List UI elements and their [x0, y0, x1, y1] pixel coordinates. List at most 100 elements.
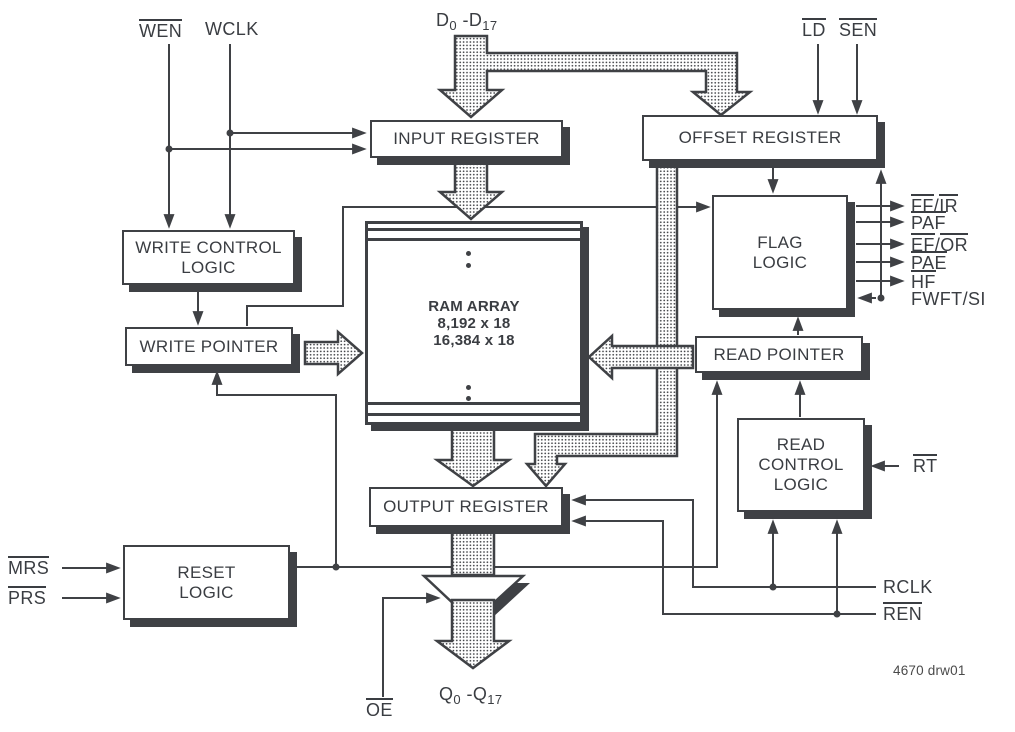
signal-label-part: OR: [940, 233, 969, 255]
wire-oe-to-buffer: [382, 592, 441, 697]
box-label-line: INPUT REGISTER: [393, 129, 540, 148]
bus-read-pointer-to-ram: [587, 333, 695, 381]
bus-offset-to-output-register: [524, 158, 679, 488]
signal-label-part: 17: [482, 18, 498, 33]
signal-label-data-out: Q0 -Q17: [439, 684, 503, 707]
bus-output-register-to-buffer: [450, 526, 496, 577]
signal-label-part: PAE: [911, 251, 947, 273]
signal-label-data-in: D0 -D17: [436, 10, 498, 33]
signal-label-part: -Q: [461, 684, 488, 704]
ram-ellipsis-dot: [466, 385, 471, 390]
box-label-line: RAM ARRAY: [428, 297, 520, 315]
signal-label-ef-or: EF/OR: [911, 233, 969, 256]
signal-label-part: 0: [453, 692, 462, 707]
signal-label-part: HF: [911, 270, 936, 292]
signal-label-part: 0: [449, 18, 458, 33]
signal-wires: [62, 44, 905, 697]
box-label-line: LOGIC: [773, 475, 829, 494]
signal-label-part: FWFT/SI: [911, 289, 986, 309]
input-register-box: INPUT REGISTER: [370, 120, 563, 158]
ram-bottom-rule-2: [368, 413, 580, 416]
ram-bottom-rule-1: [368, 402, 580, 405]
signal-label-part: -D: [457, 10, 483, 30]
bus-d-to-input-and-offset: [436, 34, 754, 119]
signal-label-part: SEN: [839, 18, 878, 40]
signal-label-fwft-si: FWFT/SI: [911, 289, 986, 310]
signal-label-part: D: [436, 10, 450, 30]
box-label-line: LOGIC: [181, 257, 236, 277]
wire-reset-to-read-pointer: [297, 380, 723, 568]
box-label-line: LOGIC: [752, 252, 808, 272]
signal-label-sen: SEN: [839, 18, 878, 41]
output-register-box: OUTPUT REGISTER: [369, 487, 563, 527]
box-label-line: WRITE CONTROL: [135, 237, 282, 257]
signal-label-part: IR: [939, 194, 959, 216]
data-buses: [303, 34, 754, 577]
ram-top-rule-1: [368, 228, 580, 231]
signal-label-paf: PAF: [911, 211, 946, 234]
wire-reset-to-write-pointer: [211, 370, 337, 566]
signal-label-part: LD: [802, 18, 826, 40]
signal-label-part: MRS: [8, 556, 50, 578]
box-label-line: 8,192 x 18: [437, 314, 511, 332]
signal-label-part: EF: [911, 233, 935, 255]
bus-buffer-to-q: [433, 598, 513, 670]
signal-label-ff-ir: FF/IR: [911, 194, 959, 217]
signal-label-wen: WEN: [139, 19, 183, 42]
bus-write-pointer-to-ram: [303, 329, 364, 377]
box-label-line: OUTPUT REGISTER: [383, 497, 549, 516]
box-label-line: FLAG: [757, 232, 803, 252]
signal-label-part: /: [934, 235, 941, 255]
wire-rclk-to-output-register: [571, 494, 876, 588]
write-pointer-box: WRITE POINTER: [125, 327, 293, 366]
signal-label-part: PAF: [911, 211, 946, 233]
wire-ren-to-output-register: [571, 515, 876, 615]
signal-label-pae: PAE: [911, 251, 947, 274]
signal-label-rt: RT: [913, 454, 938, 477]
box-label-line: WRITE POINTER: [139, 336, 279, 356]
signal-label-part: PRS: [8, 586, 47, 608]
signal-label-rclk: RCLK: [883, 577, 933, 598]
drawing-number: 4670 drw01: [893, 663, 966, 678]
signal-label-hf: HF: [911, 270, 936, 293]
signal-label-part: WCLK: [205, 19, 259, 39]
junction-dots: [165, 129, 885, 618]
box-label-line: OFFSET REGISTER: [678, 128, 842, 147]
output-buffer: [420, 574, 530, 670]
signal-label-part: OE: [366, 698, 393, 720]
signal-label-oe: OE: [366, 698, 393, 721]
signal-label-part: REN: [883, 602, 923, 624]
ram-ellipsis-dot: [466, 263, 471, 268]
signal-label-part: FF: [911, 194, 934, 216]
signal-label-ld: LD: [802, 18, 826, 41]
read-pointer-box: READ POINTER: [695, 336, 863, 373]
bus-ram-to-output-register: [433, 423, 513, 488]
offset-register-box: OFFSET REGISTER: [642, 115, 878, 161]
signal-label-ren: REN: [883, 602, 923, 625]
signal-label-part: Q: [439, 684, 454, 704]
ram-ellipsis-dot: [466, 251, 471, 256]
box-label-line: LOGIC: [179, 582, 234, 602]
signal-label-part: 17: [487, 692, 503, 707]
box-label-line: RESET: [177, 562, 236, 582]
signal-label-part: WEN: [139, 19, 183, 41]
ram-ellipsis-dot: [466, 396, 471, 401]
bus-input-register-to-ram: [436, 156, 506, 221]
signal-label-part: RT: [913, 454, 938, 476]
signal-label-wclk: WCLK: [205, 19, 259, 40]
signal-label-mrs: MRS: [8, 556, 50, 579]
signal-label-part: RCLK: [883, 577, 933, 597]
ram-top-rule-2: [368, 238, 580, 241]
box-label-line: 16,384 x 18: [433, 331, 515, 349]
box-label-line: READ POINTER: [713, 344, 845, 364]
box-label-line: CONTROL: [758, 455, 844, 474]
box-label-line: READ: [776, 435, 826, 454]
